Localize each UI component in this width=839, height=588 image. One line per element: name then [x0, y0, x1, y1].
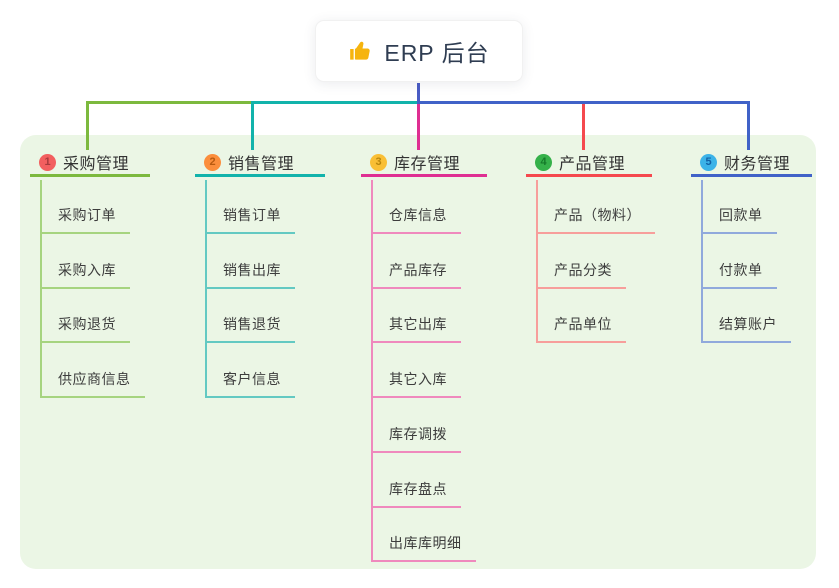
branches-panel: [20, 135, 816, 569]
child-label: 库存盘点: [389, 481, 447, 497]
branch-label: 财务管理: [724, 156, 791, 173]
child-node[interactable]: 产品单位: [536, 311, 626, 343]
branch-label: 库存管理: [394, 156, 461, 173]
root-label: ERP 后台: [384, 40, 490, 66]
branch-drop-line: [582, 104, 585, 150]
child-label: 采购入库: [58, 262, 116, 278]
child-label: 回款单: [719, 207, 763, 223]
bus-segment: [417, 101, 750, 104]
child-node[interactable]: 产品分类: [536, 257, 626, 289]
child-label: 库存调拨: [389, 426, 447, 442]
branch-drop-line: [747, 104, 750, 150]
root-node[interactable]: ERP 后台: [315, 20, 523, 82]
branch-spine-line: [371, 180, 373, 560]
child-label: 仓库信息: [389, 207, 447, 223]
branch-label: 采购管理: [63, 156, 130, 173]
child-label: 结算账户: [719, 316, 777, 332]
child-label: 客户信息: [223, 371, 281, 387]
priority-badge-icon: 5: [700, 153, 717, 171]
branch-spine-line: [701, 180, 703, 341]
child-node[interactable]: 付款单: [701, 257, 777, 289]
child-node[interactable]: 采购订单: [40, 202, 130, 234]
child-node[interactable]: 库存盘点: [371, 476, 461, 508]
child-node[interactable]: 仓库信息: [371, 202, 461, 234]
child-node[interactable]: 销售订单: [205, 202, 295, 234]
child-node[interactable]: 客户信息: [205, 366, 295, 398]
priority-badge-icon: 2: [204, 153, 221, 171]
priority-badge-icon: 1: [39, 153, 56, 171]
child-label: 出库库明细: [389, 535, 462, 551]
child-node[interactable]: 产品库存: [371, 257, 461, 289]
child-label: 采购订单: [58, 207, 116, 223]
thumbs-up-icon: [348, 38, 374, 64]
child-label: 销售订单: [223, 207, 281, 223]
child-node[interactable]: 供应商信息: [40, 366, 145, 398]
child-node[interactable]: 产品（物料）: [536, 202, 655, 234]
child-node[interactable]: 采购退货: [40, 311, 130, 343]
child-node[interactable]: 采购入库: [40, 257, 130, 289]
child-node[interactable]: 其它出库: [371, 311, 461, 343]
child-label: 其它出库: [389, 316, 447, 332]
child-label: 采购退货: [58, 316, 116, 332]
branch-header-1[interactable]: 1 采购管理: [30, 150, 150, 177]
child-node[interactable]: 库存调拨: [371, 421, 461, 453]
branch-header-4[interactable]: 4 产品管理: [526, 150, 652, 177]
child-label: 产品库存: [389, 262, 447, 278]
child-label: 销售退货: [223, 316, 281, 332]
branch-drop-line: [86, 104, 89, 150]
child-node[interactable]: 销售出库: [205, 257, 295, 289]
branch-label: 销售管理: [228, 156, 295, 173]
branch-drop-line: [251, 104, 254, 150]
priority-badge-icon: 4: [535, 153, 552, 171]
child-label: 付款单: [719, 262, 763, 278]
branch-header-5[interactable]: 5 财务管理: [691, 150, 812, 177]
child-label: 其它入库: [389, 371, 447, 387]
child-node[interactable]: 销售退货: [205, 311, 295, 343]
child-label: 产品分类: [554, 262, 612, 278]
branch-drop-line: [417, 104, 420, 150]
child-label: 销售出库: [223, 262, 281, 278]
child-node[interactable]: 结算账户: [701, 311, 791, 343]
child-node[interactable]: 出库库明细: [371, 530, 476, 562]
branch-header-3[interactable]: 3 库存管理: [361, 150, 487, 177]
child-node[interactable]: 回款单: [701, 202, 777, 234]
priority-badge-icon: 3: [370, 153, 387, 171]
branch-label: 产品管理: [559, 156, 626, 173]
root-stem-line: [417, 83, 420, 104]
child-node[interactable]: 其它入库: [371, 366, 461, 398]
child-label: 产品（物料）: [554, 207, 641, 223]
branch-header-2[interactable]: 2 销售管理: [195, 150, 325, 177]
branch-spine-line: [536, 180, 538, 341]
bus-segment: [86, 101, 251, 104]
child-label: 供应商信息: [58, 371, 131, 387]
bus-segment: [251, 101, 417, 104]
child-label: 产品单位: [554, 316, 612, 332]
